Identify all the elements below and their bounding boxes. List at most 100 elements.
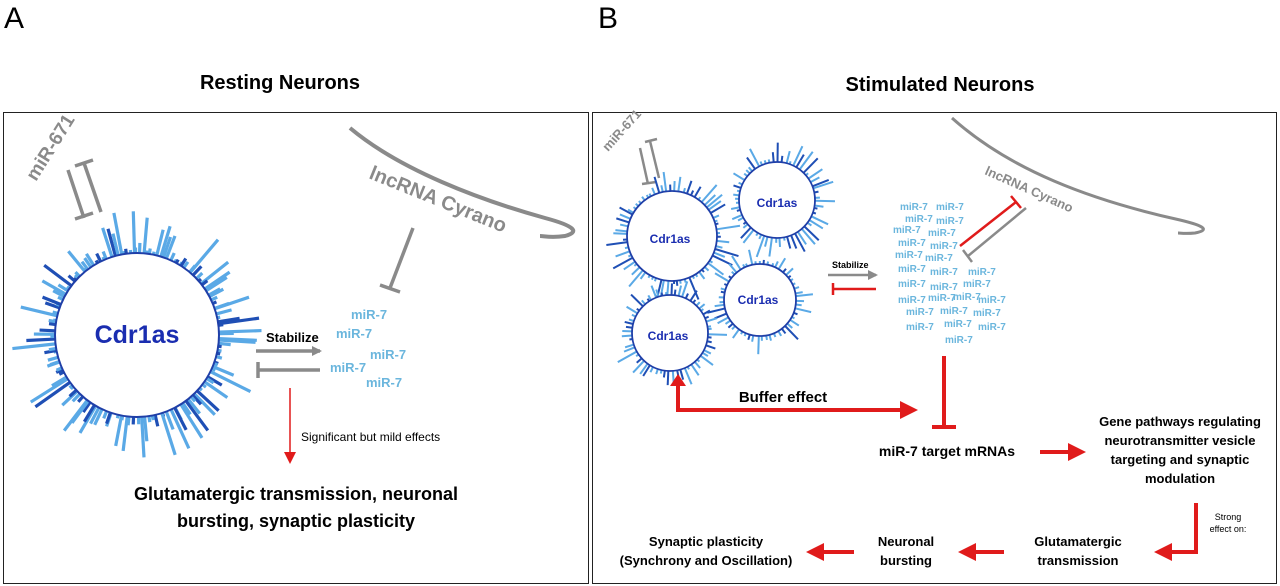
cdr1as-spike xyxy=(169,252,176,261)
cdr1as-spike xyxy=(105,412,112,425)
cdr1as-spike xyxy=(751,335,755,342)
cdr1as-spike xyxy=(93,408,104,426)
cdr1as-spike xyxy=(624,320,634,325)
mir7-label-b: miR-7 xyxy=(978,322,1006,333)
cdr1as-spike xyxy=(20,305,58,318)
cdr1as-spike xyxy=(160,412,177,456)
cdr1as-spike xyxy=(699,354,714,366)
cdr1as-circle-b1 xyxy=(626,190,718,282)
cdr1as-spike xyxy=(218,316,260,326)
mir671-inhibition-a xyxy=(66,158,103,221)
cdr1as-spike xyxy=(630,293,644,308)
cdr1as-spike xyxy=(39,328,56,333)
cdr1as-spike xyxy=(781,328,787,335)
cdr1as-spike xyxy=(785,267,794,276)
cdr1as-spike xyxy=(111,233,120,256)
cdr1as-spike xyxy=(694,361,701,369)
cdr1as-spike xyxy=(89,406,101,425)
cdr1as-spike xyxy=(768,334,772,341)
mir7-label-b: miR-7 xyxy=(940,306,968,317)
cdr1as-spike xyxy=(131,211,137,254)
cdr1as-spike xyxy=(615,229,628,233)
cdr1as-spike xyxy=(29,377,69,404)
cdr1as-spike xyxy=(784,325,799,341)
cdr1as-spike xyxy=(712,214,720,219)
cdr1as-spikes-b xyxy=(606,142,835,386)
cdr1as-spike xyxy=(155,229,165,256)
cdr1as-spike xyxy=(673,289,677,296)
panel-b-frame xyxy=(592,112,1277,584)
mir7-label-b: miR-7 xyxy=(945,335,973,346)
glutamatergic-line2: transmission xyxy=(1038,553,1119,568)
mir7-targets-label: miR-7 target mRNAs xyxy=(879,443,1015,459)
cdr1as-spike xyxy=(708,200,722,211)
cdr1as-label-b2: Cdr1as xyxy=(757,196,798,210)
cdr1as-spike xyxy=(142,217,149,254)
cdr1as-spike xyxy=(95,252,103,263)
mir7-label-b: miR-7 xyxy=(898,295,926,306)
mir7-label-b: miR-7 xyxy=(963,279,991,290)
cdr1as-spike xyxy=(681,281,689,298)
cdr1as-spike xyxy=(757,335,760,355)
cdr1as-spike xyxy=(200,279,209,287)
cdr1as-spike xyxy=(749,148,761,167)
cdr1as-spike xyxy=(717,316,729,325)
cdr1as-spike xyxy=(191,394,203,406)
cdr1as-circle-b4 xyxy=(631,294,709,372)
cdr1as-spike xyxy=(660,185,664,193)
cdr1as-spike xyxy=(140,416,146,458)
cdr1as-spike xyxy=(732,172,746,181)
cdr1as-spike xyxy=(705,317,718,323)
cdr1as-spike xyxy=(790,234,798,249)
cdr1as-spike xyxy=(755,235,766,258)
cdr1as-spike xyxy=(631,266,641,276)
cdr1as-spike xyxy=(179,257,188,267)
pathways-line3: targeting and synaptic xyxy=(1111,452,1250,467)
cdr1as-spike xyxy=(52,289,66,299)
buffer-effect-arrow xyxy=(676,384,918,419)
cdr1as-spike xyxy=(623,346,636,353)
mir7-label-b: miR-7 xyxy=(925,253,953,264)
cdr1as-spike xyxy=(662,171,668,192)
cdr1as-spike xyxy=(83,257,93,269)
cdr1as-spike xyxy=(814,204,824,208)
cdr1as-spike xyxy=(733,193,740,197)
mir7-label-b: miR-7 xyxy=(930,241,958,252)
cdr1as-spike xyxy=(707,262,725,276)
cdr1as-spike xyxy=(746,156,756,170)
cdr1as-spike xyxy=(651,187,656,195)
cdr1as-spike xyxy=(713,251,726,258)
cdr1as-spike xyxy=(184,399,210,432)
cdr1as-spike xyxy=(51,375,68,388)
pathways-line2: neurotransmitter vesicle xyxy=(1104,433,1255,448)
stabilize-inhibit-b xyxy=(831,283,876,295)
outcome-line2-a: bursting, synaptic plasticity xyxy=(177,511,415,531)
cdr1as-spike xyxy=(218,341,231,347)
strong-effect-line1: Strong xyxy=(1215,512,1242,522)
mir7-label-b: miR-7 xyxy=(930,267,958,278)
panel-a-title: Resting Neurons xyxy=(199,72,361,94)
cdr1as-spike xyxy=(703,349,712,355)
cdr1as-spike xyxy=(771,152,775,163)
cdr1as-spike xyxy=(703,194,716,206)
cdr1as-spike xyxy=(205,377,215,385)
buffer-effect-label: Buffer effect xyxy=(739,389,827,406)
lncrna-cyrano-curve-b xyxy=(950,116,1205,235)
cdr1as-spike xyxy=(214,295,250,311)
mir7-label-b: miR-7 xyxy=(968,267,996,278)
cdr1as-spike xyxy=(621,334,633,338)
cdr1as-label-b3: Cdr1as xyxy=(738,293,779,307)
cdr1as-spike xyxy=(705,344,716,350)
cdr1as-spike xyxy=(698,271,706,280)
cdr1as-spike xyxy=(169,408,191,450)
cdr1as-spike xyxy=(68,388,78,398)
cdr1as-spike xyxy=(632,360,645,374)
cdr1as-circle-b3 xyxy=(723,263,797,337)
cdr1as-spike xyxy=(43,263,73,287)
cdr1as-spike xyxy=(48,322,56,327)
cdr1as-spike xyxy=(121,416,129,452)
cdr1as-spikes-a xyxy=(12,211,262,458)
cdr1as-spike xyxy=(786,322,793,329)
cdr1as-spike xyxy=(712,254,733,267)
plasticity-line2: (Synchrony and Oscillation) xyxy=(620,553,793,568)
